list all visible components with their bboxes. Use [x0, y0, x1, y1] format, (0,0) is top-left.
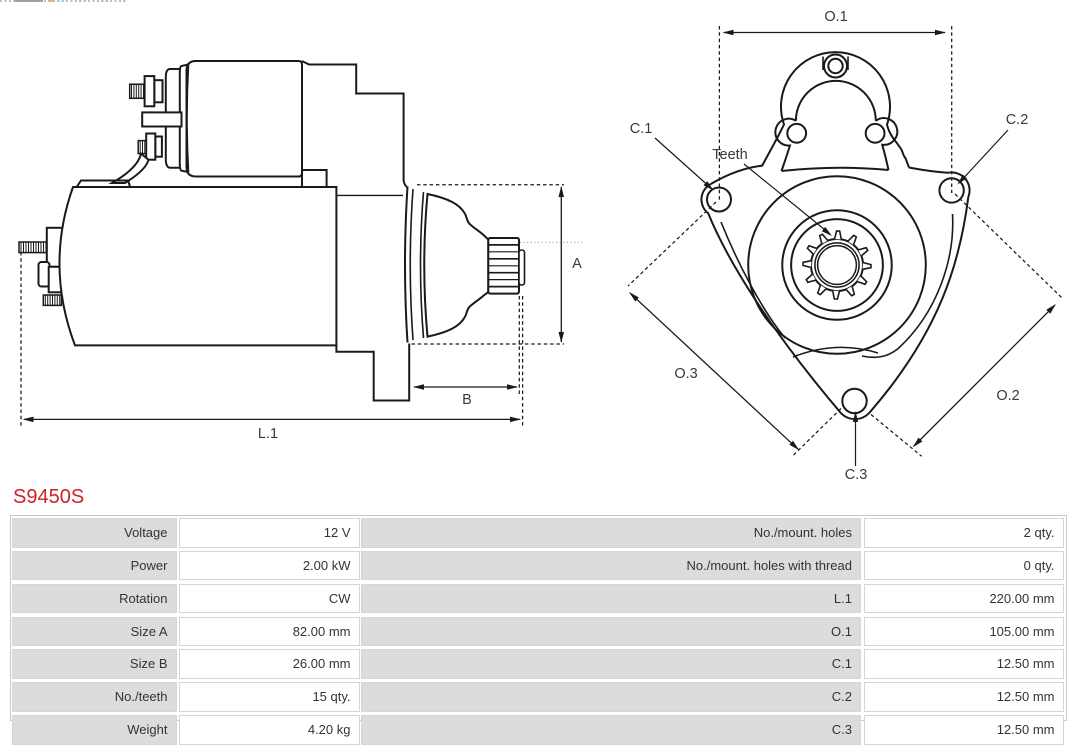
svg-text:B: B [462, 392, 472, 408]
svg-text:L.1: L.1 [258, 426, 278, 442]
svg-text:A: A [572, 256, 582, 272]
svg-text:C.3: C.3 [845, 467, 868, 483]
svg-text:O.3: O.3 [674, 366, 697, 382]
svg-text:O.1: O.1 [824, 9, 847, 25]
svg-text:O.2: O.2 [996, 388, 1019, 404]
svg-text:C.1: C.1 [630, 121, 653, 137]
svg-text:Teeth: Teeth [712, 147, 747, 163]
svg-text:C.2: C.2 [1006, 112, 1029, 128]
